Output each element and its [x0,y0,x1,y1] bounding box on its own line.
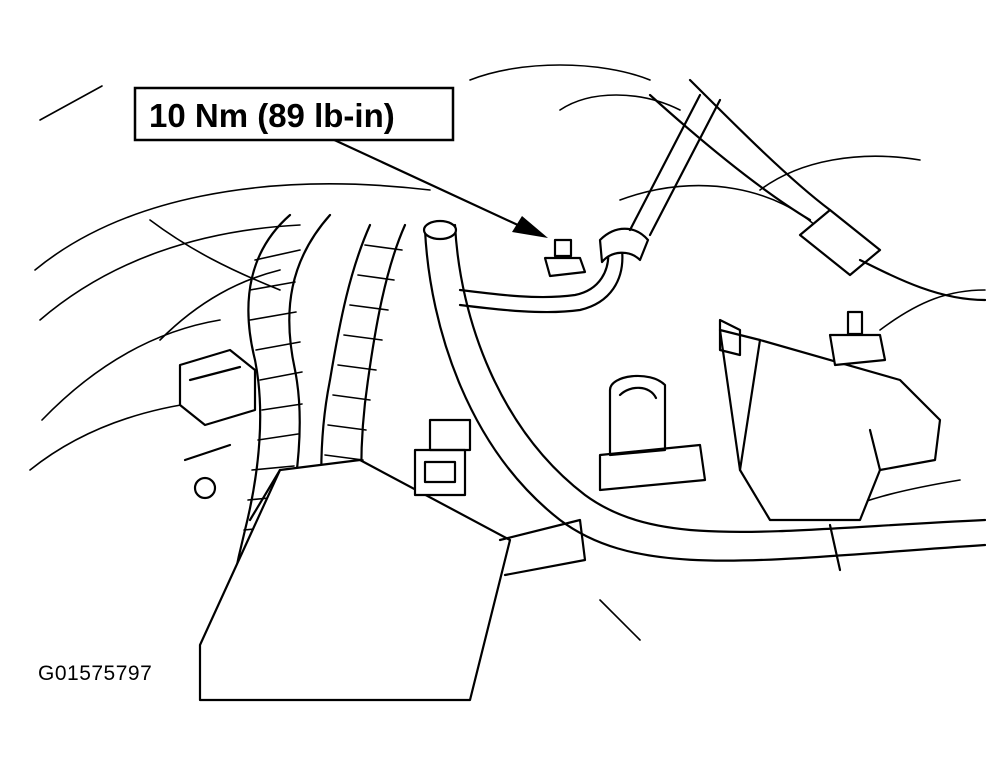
center-component [598,374,707,492]
right-housing [718,310,942,522]
left-connector [178,348,257,500]
torque-label: 10 Nm (89 lb-in) [149,97,395,134]
lower-connector [198,418,587,702]
leader-arrow [328,136,548,238]
torque-callout: 10 Nm (89 lb-in) [133,86,455,142]
background-lines [29,64,986,641]
nut-icon [543,238,587,278]
upper-tube [648,78,986,302]
figure-id: G01575797 [38,662,153,685]
metal-line [458,93,722,314]
